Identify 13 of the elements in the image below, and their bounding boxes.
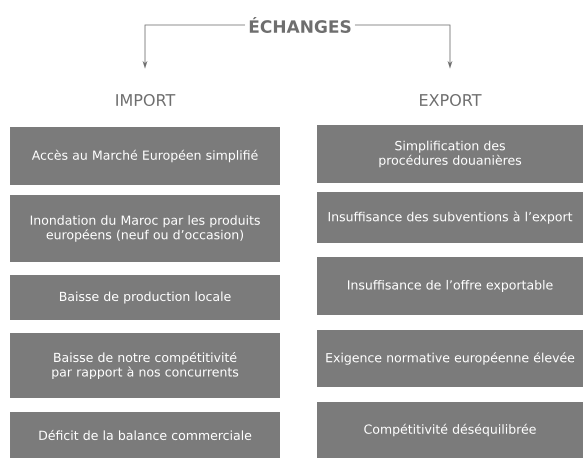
column-heading: EXPORT (420, 94, 482, 106)
column-heading: IMPORT (116, 94, 176, 106)
text-box: Exigence normative européenne élevée (317, 330, 583, 387)
text-box: Insuffisance des subventions à l’export (317, 192, 583, 243)
heading-text: ÉCHANGES (250, 17, 350, 33)
text-box: Accès au Marché Européen simplifié (10, 127, 280, 185)
text-box: Baisse de notre compétitivité par rapport à nos concurrents (10, 333, 280, 398)
text-box: Compétitivité déséquilibrée (317, 402, 583, 458)
text-box: Simplification des procédures douanières (317, 125, 583, 183)
text-box: Baisse de production locale (10, 275, 280, 320)
text-box: Déficit de la balance commerciale (10, 412, 280, 458)
text-box: Inondation du Maroc par les produits européens (neuf ou d’occasion) (10, 195, 280, 262)
text-box: Insuffisance de l’offre exportable (317, 257, 583, 315)
